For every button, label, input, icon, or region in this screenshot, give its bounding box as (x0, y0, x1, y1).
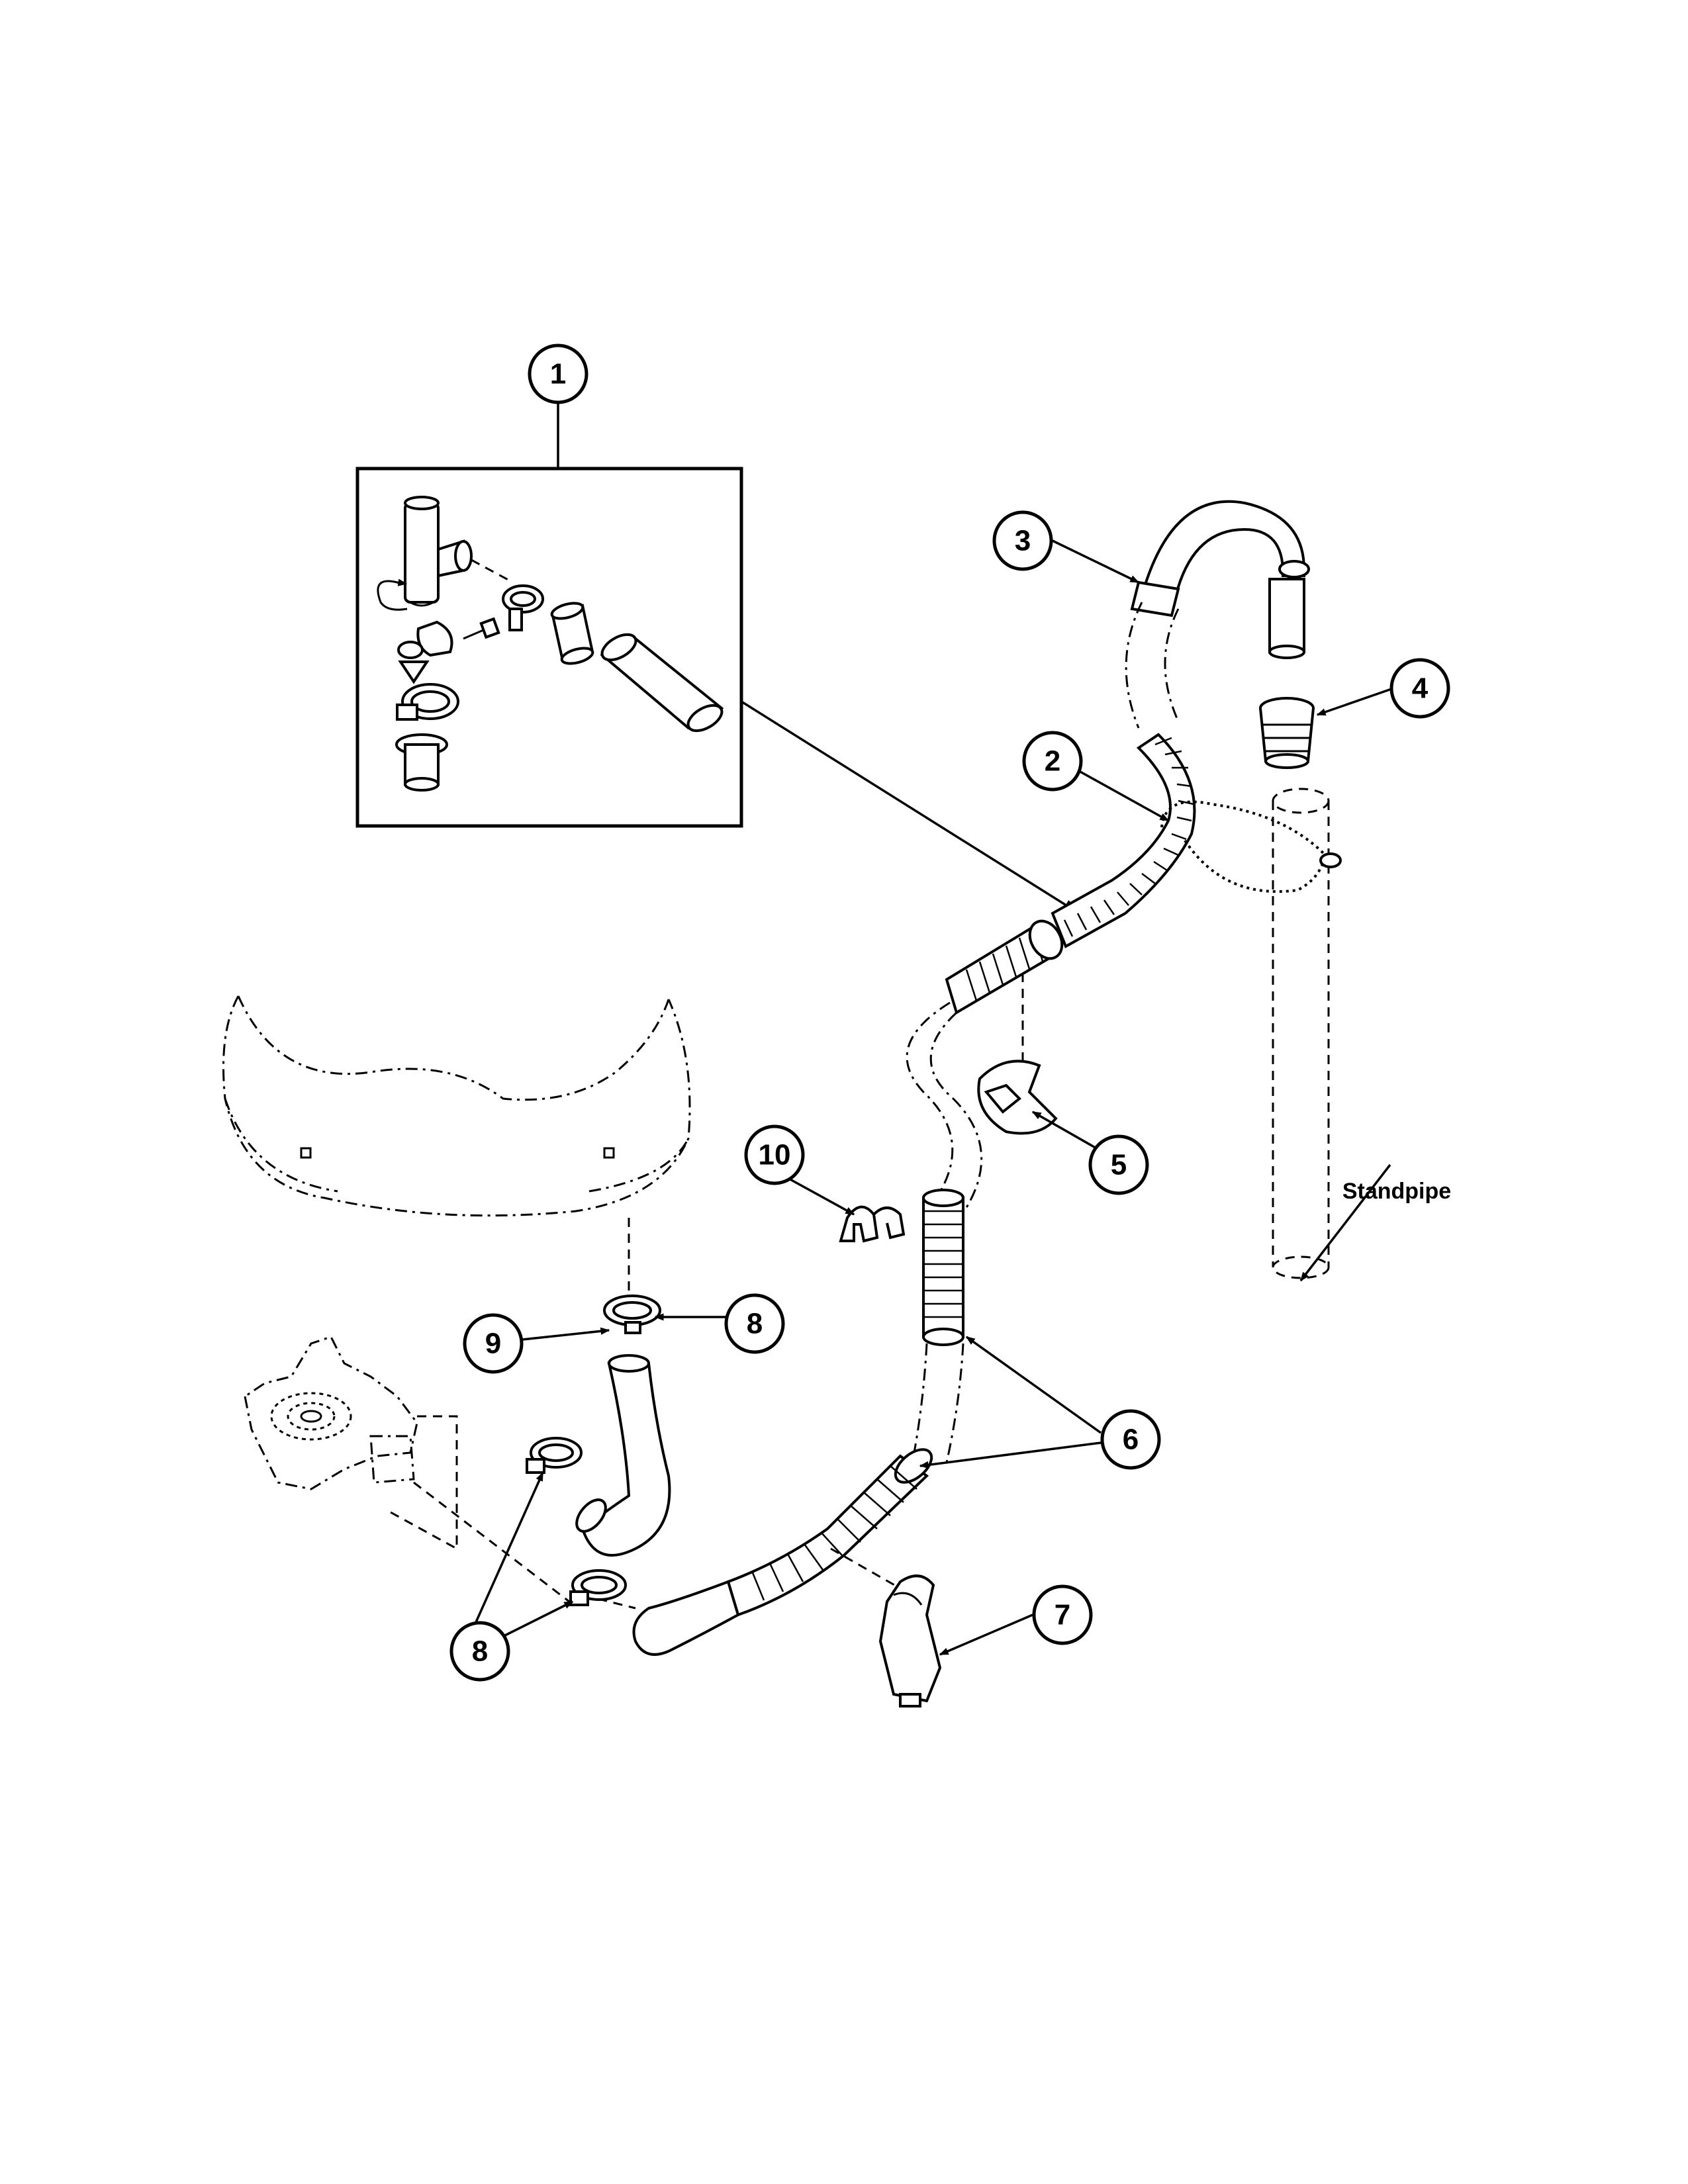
callout-1: 1 (528, 343, 588, 404)
callout-8-lower-number: 8 (472, 1635, 488, 1668)
hose-retainer (977, 973, 1058, 1135)
small-clamp-lower (396, 683, 459, 721)
drain-hose-upper (945, 733, 1196, 1015)
standpipe (1272, 788, 1330, 1279)
hose-clamp-middle (526, 1437, 583, 1474)
callout-7-number: 7 (1055, 1599, 1070, 1631)
callout-5: 5 (1088, 1134, 1149, 1195)
hose-clamp-lower (569, 1569, 627, 1606)
callout-9-number: 9 (485, 1328, 501, 1360)
callout-4: 4 (1389, 658, 1450, 719)
drain-hose-lower (632, 1448, 933, 1656)
callout-3: 3 (992, 510, 1053, 571)
callout-10: 10 (744, 1124, 805, 1185)
hose-clamp-upper (603, 1295, 661, 1334)
hose-tie-chain (1160, 800, 1342, 893)
callout-4-number: 4 (1412, 672, 1429, 705)
hose-holder (830, 1547, 942, 1707)
callout-5-number: 5 (1111, 1149, 1127, 1181)
callout-6: 6 (1100, 1409, 1161, 1470)
callout-6-number: 6 (1123, 1424, 1139, 1456)
callout-8-upper: 8 (724, 1293, 785, 1354)
small-clamp-upper (502, 584, 544, 631)
callout-8-lower: 8 (449, 1621, 510, 1682)
callout-8-upper-number: 8 (747, 1308, 763, 1340)
drain-pump (244, 1336, 418, 1490)
callout-10-number: 10 (759, 1139, 791, 1171)
hose-guide (1130, 500, 1310, 659)
tee-fitting (377, 496, 473, 611)
washer-tub-outline (222, 995, 691, 1217)
standpipe-insert (1259, 697, 1315, 769)
callout-3-number: 3 (1015, 525, 1031, 557)
callout-1-number: 1 (550, 358, 566, 390)
fitting-kit-inset (355, 467, 743, 828)
coupler (550, 602, 594, 665)
callout-2: 2 (1022, 731, 1083, 792)
screw (463, 617, 500, 640)
callout-2-number: 2 (1045, 745, 1060, 778)
hose-section-short (600, 633, 724, 733)
standpipe-label: Standpipe (1342, 1179, 1451, 1204)
callout-7: 7 (1032, 1584, 1093, 1645)
cup-adapter (395, 733, 448, 792)
hose-clip (397, 620, 453, 684)
pump-hose (575, 1354, 671, 1557)
drain-hose-middle (922, 1189, 964, 1346)
callout-9: 9 (463, 1313, 524, 1374)
